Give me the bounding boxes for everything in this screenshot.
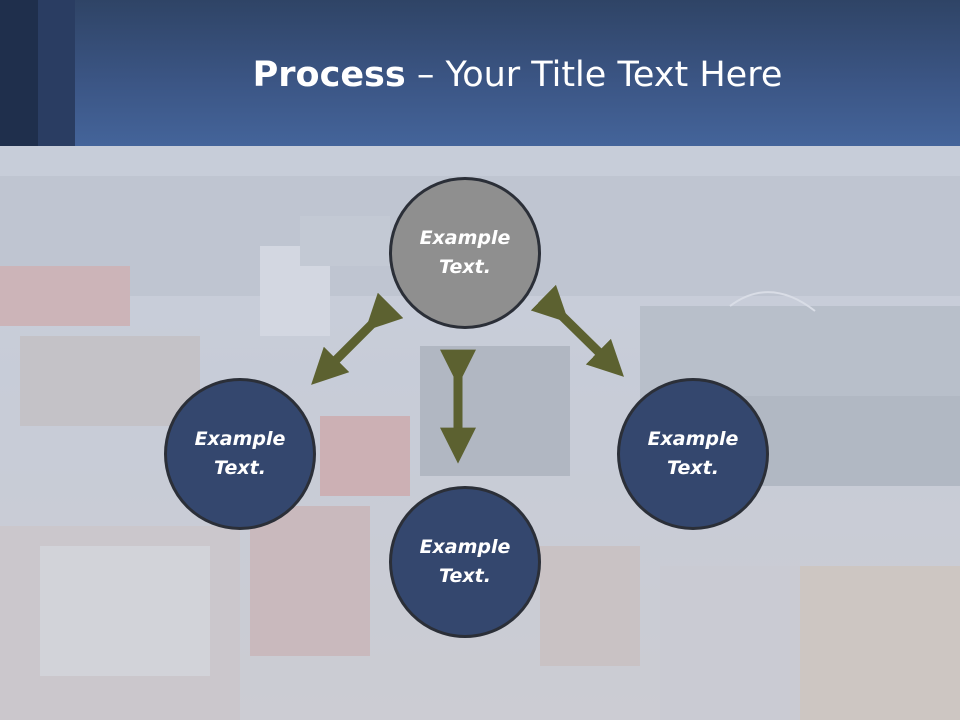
header-accent — [38, 0, 75, 146]
process-node-top-label: Example Text. — [419, 227, 511, 278]
header-band: Process – Your Title Text Here — [0, 0, 960, 146]
arrow-top-right — [530, 284, 624, 377]
process-node-bottom: Example Text. — [389, 486, 541, 638]
slide-title: Process – Your Title Text Here — [75, 50, 960, 100]
arrow-top-left — [311, 292, 404, 385]
process-node-right: Example Text. — [617, 378, 769, 530]
process-node-left-label: Example Text. — [194, 428, 286, 479]
process-node-bottom-label: Example Text. — [419, 536, 511, 587]
slide-title-rest: – Your Title Text Here — [405, 55, 783, 95]
header-accent-dark — [0, 0, 38, 146]
slide-title-bold: Process — [252, 55, 406, 95]
process-node-left: Example Text. — [164, 378, 316, 530]
process-node-right-label: Example Text. — [647, 428, 739, 479]
process-node-top: Example Text. — [389, 177, 541, 329]
